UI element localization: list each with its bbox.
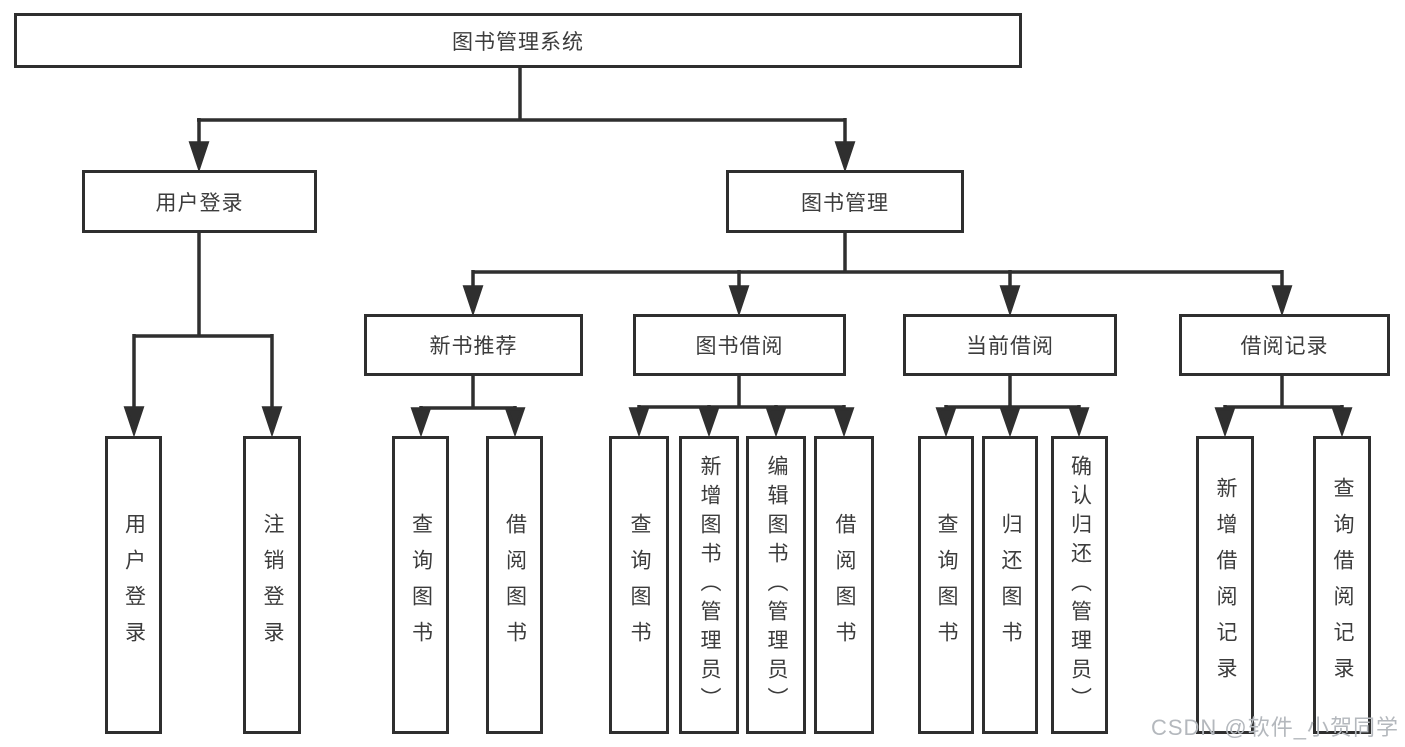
node-label: 图书管理系统 [452,30,584,54]
node-label: 借阅记录 [1240,335,1329,358]
node-label: 新增借阅记录 [1214,477,1237,693]
leaf-logout: 注销登录 [243,436,301,734]
node-label: 查询图书 [409,513,433,657]
node-new-book-recommendation: 新书推荐 [364,314,583,376]
node-label: 新增图书（管理员） [698,454,721,716]
node-library-management-system: 图书管理系统 [14,13,1022,68]
leaf-search-borrow-record: 查询借阅记录 [1313,436,1371,734]
node-label: 用户登录 [155,191,244,215]
leaf-user-login: 用户登录 [105,436,162,734]
node-user-login: 用户登录 [82,170,317,233]
leaf-add-borrow-record: 新增借阅记录 [1196,436,1254,734]
node-book-management: 图书管理 [726,170,964,233]
node-label: 新书推荐 [429,335,518,358]
node-label: 查询图书 [935,513,958,657]
leaf-confirm-return-admin: 确认归还（管理员） [1051,436,1108,734]
leaf-search-books-current: 查询图书 [918,436,974,734]
node-label: 当前借阅 [966,335,1054,358]
node-borrowing-records: 借阅记录 [1179,314,1390,376]
node-label: 查询图书 [628,513,651,657]
node-label: 编辑图书（管理员） [765,454,788,716]
node-label: 归还图书 [999,513,1022,657]
leaf-add-book-admin: 新增图书（管理员） [679,436,739,734]
node-book-borrowing: 图书借阅 [633,314,846,376]
node-label: 借阅图书 [503,513,527,657]
node-label: 图书管理 [801,191,889,215]
node-label: 确认归还（管理员） [1068,454,1092,716]
node-label: 图书借阅 [695,335,784,358]
watermark: CSDN @软件_小贺同学 [1150,715,1399,740]
leaf-search-books-borrowing: 查询图书 [609,436,669,734]
node-label: 借阅图书 [833,513,856,657]
node-label: 用户登录 [122,513,146,657]
node-current-borrowing: 当前借阅 [903,314,1117,376]
leaf-edit-book-admin: 编辑图书（管理员） [746,436,806,734]
leaf-borrow-books: 借阅图书 [814,436,874,734]
node-label: 查询借阅记录 [1331,477,1354,693]
leaf-return-books: 归还图书 [982,436,1038,734]
leaf-search-books-recommend: 查询图书 [392,436,449,734]
leaf-borrow-books-recommend: 借阅图书 [486,436,543,734]
node-label: 注销登录 [261,513,284,657]
